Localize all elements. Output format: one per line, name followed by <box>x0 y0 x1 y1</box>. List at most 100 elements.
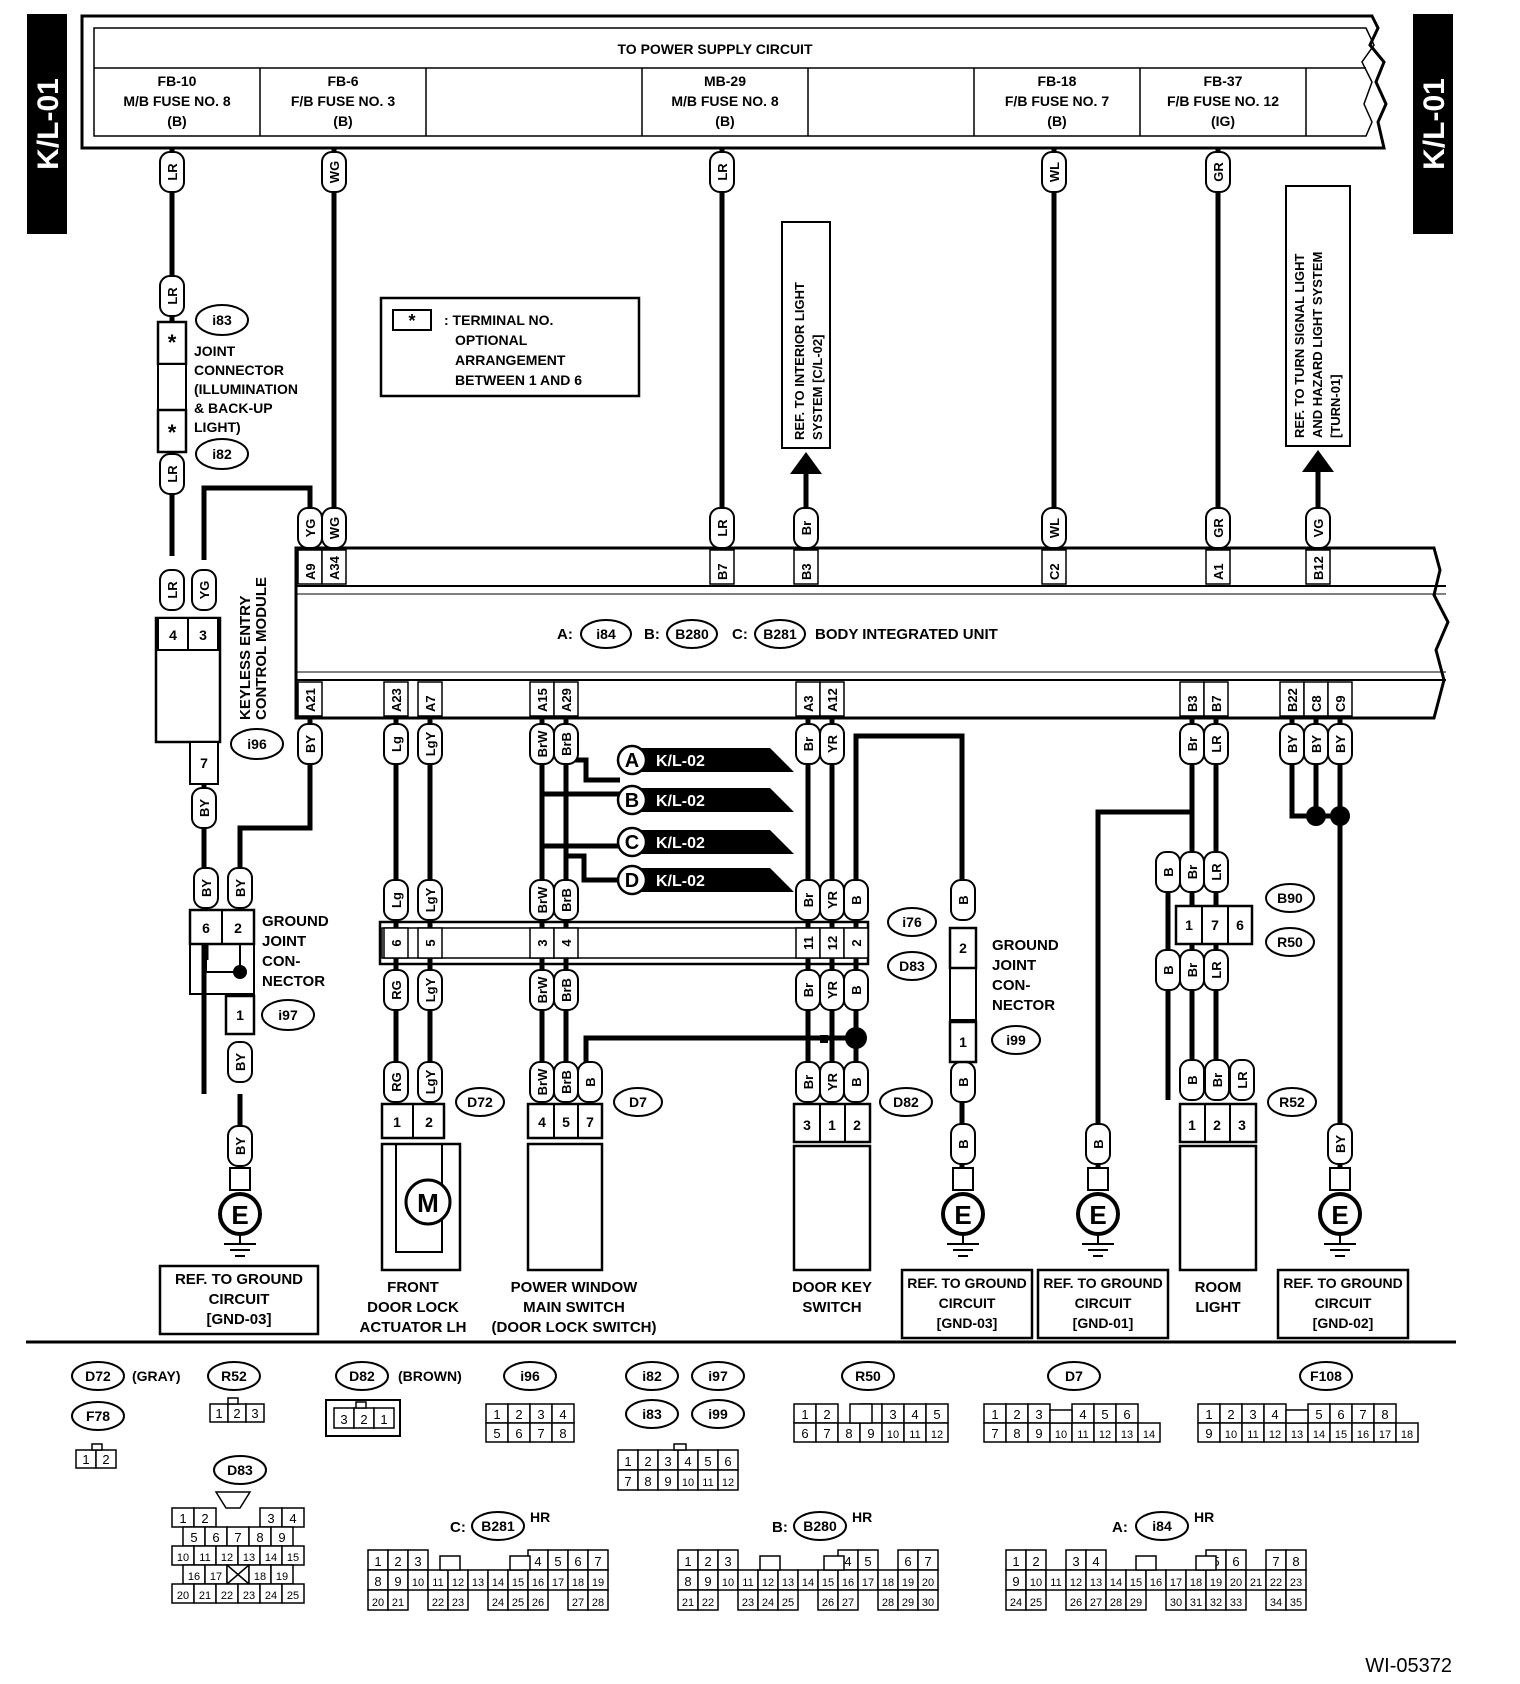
i84-pin-number: 24 <box>1010 1597 1022 1609</box>
wire-color-label: LR <box>1209 961 1224 979</box>
wire-color-label: B <box>849 985 864 994</box>
row-pin-number: 6 <box>389 939 404 946</box>
b280-pin-number: 28 <box>882 1597 894 1609</box>
wire-color-label: LR <box>165 287 180 305</box>
i96-pin-number: 7 <box>537 1426 544 1441</box>
b280-pin-number: 17 <box>862 1577 874 1589</box>
flag-ref: K/L-02 <box>656 753 705 770</box>
svg-text:4: 4 <box>538 1114 546 1130</box>
b281-pin-number: 26 <box>532 1597 544 1609</box>
actuator-line-2: DOOR LOCK <box>367 1299 459 1316</box>
i83-pin-number: 8 <box>644 1474 651 1489</box>
svg-text:2: 2 <box>959 940 967 956</box>
d7-pin-number: 8 <box>1013 1426 1020 1441</box>
i84-pin-number: 22 <box>1270 1577 1282 1589</box>
id-b90: B90 <box>1277 890 1303 906</box>
d83-pin-number: 16 <box>188 1571 200 1583</box>
ground-ref-line: CIRCUIT <box>209 1291 270 1308</box>
flag-letter: C <box>625 832 639 854</box>
wire-color-label: BrW <box>535 886 550 913</box>
gj-right-4: NECTOR <box>992 997 1055 1014</box>
wire-color-label: WG <box>327 161 342 183</box>
row-pin-cell <box>417 927 443 959</box>
wire-color-label: WG <box>327 517 342 539</box>
wire-color-tag <box>1327 1123 1353 1165</box>
b280-pin-number: 9 <box>704 1574 711 1589</box>
b281-pin-number: 17 <box>552 1577 564 1589</box>
ground-ref-line: CIRCUIT <box>1075 1295 1132 1311</box>
legend-id: D7 <box>1065 1368 1083 1384</box>
d7-pin-number: 4 <box>1079 1407 1086 1422</box>
i84-pin-number: 9 <box>1012 1574 1019 1589</box>
f108-pin-number: 2 <box>1227 1407 1234 1422</box>
f78-pin-number: 1 <box>82 1452 89 1467</box>
wire-color-label: YR <box>825 980 840 999</box>
biu-pin-cell <box>383 681 409 717</box>
wire-color-label: Br <box>799 521 814 535</box>
b281-pin-number: 23 <box>452 1597 464 1609</box>
biu-prefix-a: A: <box>557 626 573 643</box>
b281-pin-number: 2 <box>394 1554 401 1569</box>
wire-color-label: B <box>1091 1139 1106 1148</box>
d83-pin-number: 19 <box>276 1571 288 1583</box>
wire-color-label: LgY <box>423 977 438 1002</box>
d83-pin-number: 14 <box>265 1552 277 1564</box>
keyless-line-1: KEYLESS ENTRY <box>237 596 254 720</box>
b280-pin-number: 29 <box>902 1597 914 1609</box>
d83-pin-number: 8 <box>256 1530 263 1545</box>
left-tab-label: K/L-01 <box>32 78 65 170</box>
door-lock-actuator: 1 2 M D72 FRONT DOOR LOCK ACTUATOR LH <box>360 1087 505 1336</box>
row-pin-cell <box>383 927 409 959</box>
b280-pin-number: 15 <box>822 1577 834 1589</box>
wire-color-tag <box>159 151 185 193</box>
wire-color-tag <box>417 1061 443 1103</box>
biu-bottom-pin: B7 <box>1209 695 1224 712</box>
b281-pin-number: 11 <box>432 1577 443 1589</box>
wire-color-tag <box>553 969 579 1011</box>
legend-label: B: <box>772 1519 788 1536</box>
legend-label: HR <box>530 1509 550 1525</box>
junction-dot <box>845 1027 867 1049</box>
wire-color-tag <box>191 787 217 829</box>
right-tab-label: K/L-01 <box>1418 78 1451 170</box>
wire-color-label: YR <box>825 890 840 909</box>
wire-color-tag <box>819 723 845 765</box>
b280-pin-number: 21 <box>682 1597 694 1609</box>
r50-pin-number: 11 <box>909 1429 920 1441</box>
i84-pin-number: 32 <box>1210 1597 1222 1609</box>
wire-color-label: B <box>956 895 971 904</box>
d83-pin-number: 18 <box>254 1571 266 1583</box>
wire-color-label: RG <box>389 1072 404 1092</box>
ground-terminal <box>952 1167 974 1191</box>
legend-id: D83 <box>227 1462 253 1478</box>
wire-color-tag <box>159 453 185 495</box>
keyless-line-2: CONTROL MODULE <box>253 577 270 720</box>
svg-text:5: 5 <box>562 1114 570 1130</box>
b281-pin-number: 3 <box>414 1554 421 1569</box>
b280-pin-number: 5 <box>864 1554 871 1569</box>
wire-color-label: LR <box>1209 863 1224 881</box>
f108-pin-number: 12 <box>1269 1429 1281 1441</box>
flag-d <box>632 868 794 892</box>
wire-color-label: LR <box>1235 1071 1250 1089</box>
i84-pin-number: 6 <box>1232 1554 1239 1569</box>
b280-pin <box>917 1589 939 1611</box>
gj-right-3: CON- <box>992 977 1030 994</box>
r50-pin-number: 1 <box>801 1407 808 1422</box>
gj-left-2: JOINT <box>262 933 306 950</box>
legend-id-oval <box>213 1455 267 1485</box>
wire-color-label: Br <box>801 1075 816 1089</box>
b281-pin-number: 8 <box>374 1574 381 1589</box>
biu-id-c: B281 <box>763 626 797 642</box>
ground-ref-line: CIRCUIT <box>939 1295 996 1311</box>
room-light-line-1: ROOM <box>1195 1279 1242 1296</box>
wire-color-label: BY <box>303 735 318 753</box>
biu-pin-cell <box>819 681 845 717</box>
svg-text:2: 2 <box>234 920 242 936</box>
pin-star-top: * <box>168 330 177 355</box>
d83-pin-number: 21 <box>199 1590 211 1602</box>
svg-text:6: 6 <box>202 920 210 936</box>
b280-pin-number: 14 <box>802 1577 814 1589</box>
wire-color-label: BrB <box>559 978 574 1002</box>
